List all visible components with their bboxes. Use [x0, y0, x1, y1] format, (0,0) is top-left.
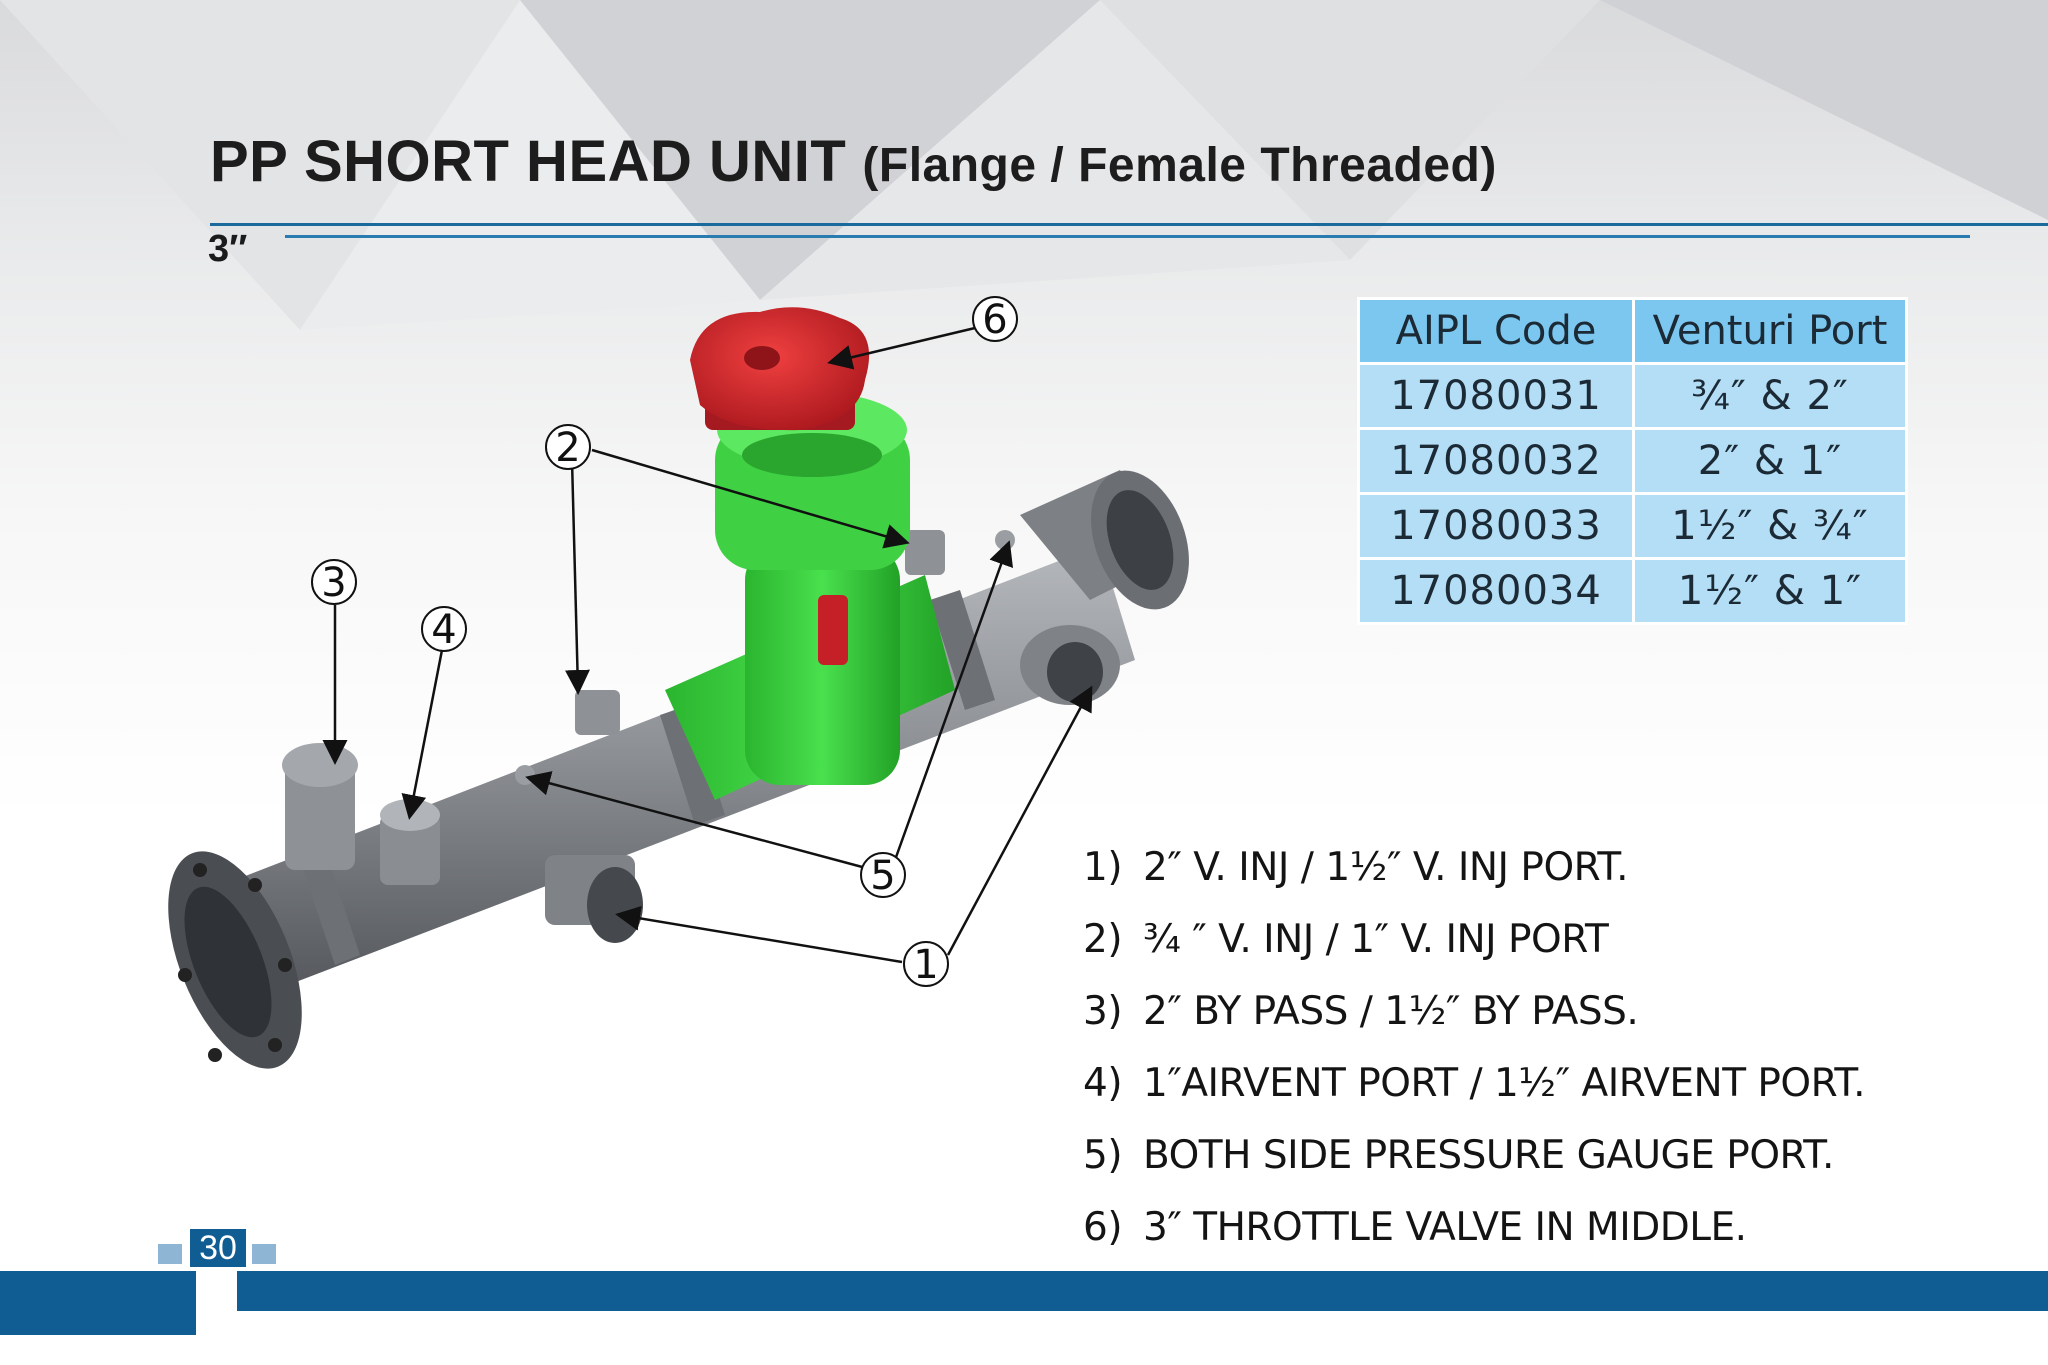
venturi-port-cell: 1½″ & 1″: [1632, 557, 1908, 625]
aipl-code-cell: 17080031: [1357, 362, 1635, 430]
callout-4: 4: [421, 606, 467, 653]
legend-item: 5) BOTH SIDE PRESSURE GAUGE PORT.: [1083, 1120, 1865, 1192]
svg-text:2: 2: [555, 425, 580, 471]
callout-6: 6: [972, 296, 1018, 343]
table-row: 17080032 2″ & 1″: [1357, 427, 1908, 495]
table-header-row: AIPL Code Venturi Port: [1357, 297, 1908, 365]
legend-item: 1) 2″ V. INJ / 1½″ V. INJ PORT.: [1083, 832, 1865, 904]
svg-text:4: 4: [431, 607, 456, 653]
handwheel: [690, 307, 870, 431]
aipl-code-cell: 17080032: [1357, 427, 1635, 495]
legend-item: 6) 3″ THROTTLE VALVE IN MIDDLE.: [1083, 1192, 1865, 1264]
flange: [168, 851, 302, 1069]
page-title-main: PP SHORT HEAD UNIT: [210, 129, 847, 194]
title-divider: [210, 223, 2048, 226]
table-row: 17080031 ¾″ & 2″: [1357, 362, 1908, 430]
column-header-venturi-port: Venturi Port: [1632, 297, 1908, 365]
legend-number: 1): [1083, 845, 1123, 890]
svg-text:1: 1: [913, 942, 938, 988]
callout-2: 2: [545, 424, 591, 471]
callout-1: 1: [903, 941, 949, 988]
svg-text:5: 5: [870, 853, 895, 899]
table-row: 17080034 1½″ & 1″: [1357, 557, 1908, 625]
page-number-decoration-left: [158, 1244, 182, 1264]
footer-bar: [237, 1271, 2048, 1311]
title-divider-secondary: [285, 235, 1970, 238]
legend-item: 3) 2″ BY PASS / 1½″ BY PASS.: [1083, 976, 1865, 1048]
legend-text: 3″ THROTTLE VALVE IN MIDDLE.: [1143, 1205, 1747, 1250]
legend-text: 1″AIRVENT PORT / 1½″ AIRVENT PORT.: [1143, 1061, 1865, 1106]
parts-legend: 1) 2″ V. INJ / 1½″ V. INJ PORT. 2) ¾ ″ V. …: [1083, 832, 1865, 1264]
legend-item: 2) ¾ ″ V. INJ / 1″ V. INJ PORT: [1083, 904, 1865, 976]
table-row: 17080033 1½″ & ¾″: [1357, 492, 1908, 560]
size-label: 3″: [208, 228, 248, 270]
venturi-port-cell: 1½″ & ¾″: [1632, 492, 1908, 560]
legend-text: ¾ ″ V. INJ / 1″ V. INJ PORT: [1143, 917, 1609, 962]
venturi-port-cell: ¾″ & 2″: [1632, 362, 1908, 430]
page-number: 30: [190, 1229, 246, 1267]
svg-text:3: 3: [321, 560, 346, 606]
legend-number: 6): [1083, 1205, 1123, 1250]
aipl-code-cell: 17080034: [1357, 557, 1635, 625]
svg-text:6: 6: [982, 297, 1007, 343]
page-title: PP SHORT HEAD UNIT (Flange / Female Thre…: [210, 128, 1497, 195]
aipl-code-cell: 17080033: [1357, 492, 1635, 560]
footer-block: [0, 1271, 196, 1335]
page-number-decoration-right: [252, 1244, 276, 1264]
legend-number: 4): [1083, 1061, 1123, 1106]
callout-3: 3: [311, 559, 357, 606]
venturi-port-cell: 2″ & 1″: [1632, 427, 1908, 495]
legend-number: 3): [1083, 989, 1123, 1034]
spec-table: AIPL Code Venturi Port 17080031 ¾″ & 2″ …: [1357, 297, 1908, 625]
legend-number: 5): [1083, 1133, 1123, 1178]
legend-text: 2″ V. INJ / 1½″ V. INJ PORT.: [1143, 845, 1629, 890]
page-title-subtitle: (Flange / Female Threaded): [862, 139, 1497, 192]
callout-5: 5: [860, 852, 906, 899]
column-header-aipl-code: AIPL Code: [1357, 297, 1635, 365]
legend-text: BOTH SIDE PRESSURE GAUGE PORT.: [1143, 1133, 1834, 1178]
legend-text: 2″ BY PASS / 1½″ BY PASS.: [1143, 989, 1639, 1034]
leader-lines: [322, 326, 1093, 964]
legend-item: 4) 1″AIRVENT PORT / 1½″ AIRVENT PORT.: [1083, 1048, 1865, 1120]
legend-number: 2): [1083, 917, 1123, 962]
